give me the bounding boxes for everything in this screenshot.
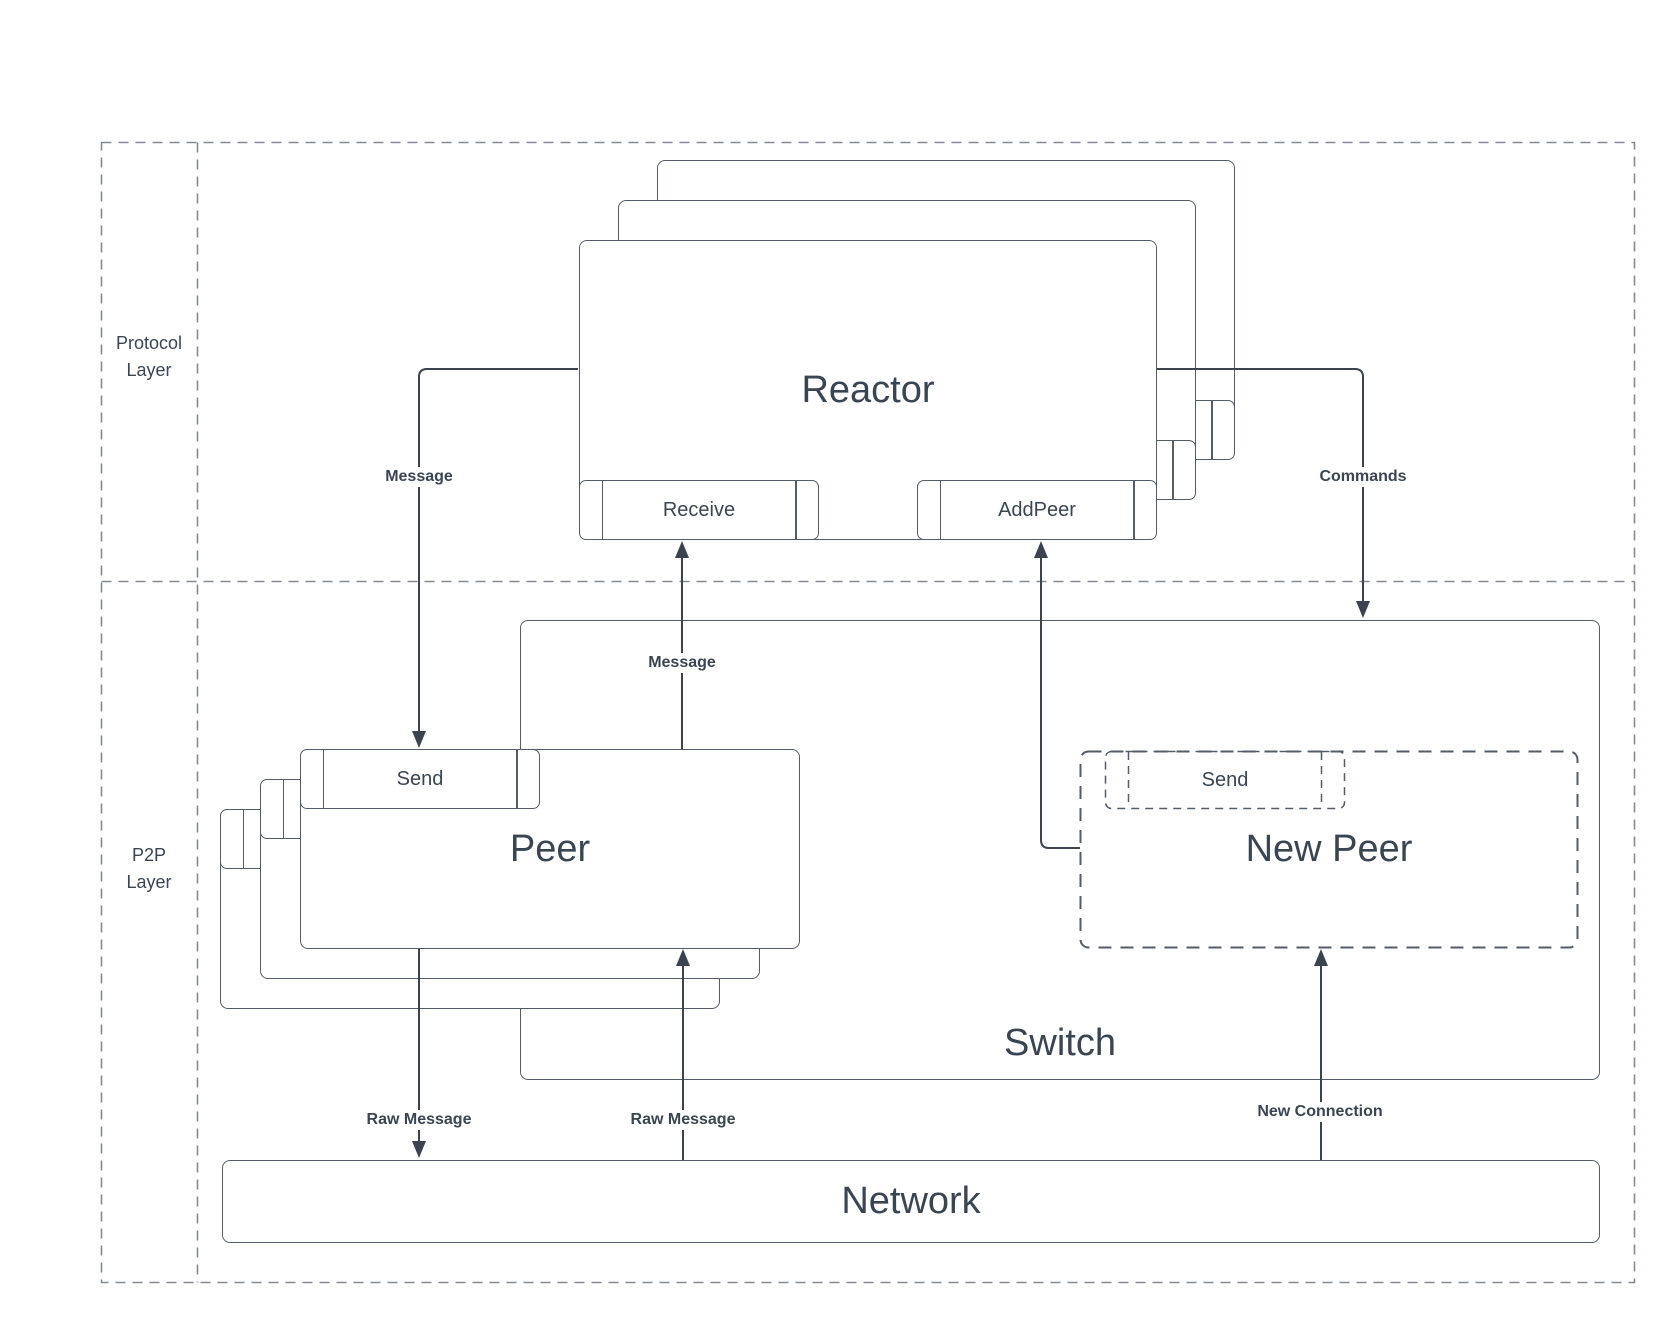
outer-dashed-border [100, 141, 1636, 1284]
port-compartment-line [1133, 481, 1135, 539]
send-port-label: Send [396, 767, 444, 790]
edge-label-new-connection: New Connection [1253, 1102, 1387, 1122]
edge-commands [1157, 368, 1364, 601]
receive-port: Receive [579, 480, 819, 540]
edge-label-message-to-reactor: Message [644, 653, 720, 673]
arrowhead-raw-message-in [676, 949, 690, 966]
port-compartment-line [939, 481, 941, 539]
port-compartment-line [322, 750, 324, 808]
edge-label-commands: Commands [1315, 467, 1411, 487]
arrowhead-raw-message-out [412, 1141, 426, 1158]
port-compartment-line [601, 481, 603, 539]
network-box: Network [222, 1160, 1600, 1243]
port-compartment-line [795, 481, 797, 539]
peer-box-front: Peer Send [300, 749, 800, 949]
network-label: Network [841, 1180, 981, 1222]
port-compartment-line [282, 780, 284, 838]
arrowhead-addpeer-link [1034, 541, 1048, 558]
new-peer-box [1079, 750, 1579, 949]
addpeer-port: AddPeer [917, 480, 1157, 540]
arrowhead-message-to-reactor [675, 541, 689, 558]
port-compartment-line [1211, 401, 1213, 459]
layer-label-p2p: P2P Layer [101, 842, 197, 896]
p2p-layer-line2: Layer [126, 872, 172, 892]
port-compartment-line [242, 810, 244, 868]
arrowhead-message-to-peer [412, 731, 426, 748]
send-port: Send [300, 749, 540, 809]
edge-message-to-peer [418, 368, 578, 731]
edge-addpeer-link [1040, 558, 1080, 849]
peer-label: Peer [509, 827, 591, 870]
layer-label-protocol: Protocol Layer [101, 330, 197, 384]
arrowhead-commands [1356, 601, 1370, 618]
edge-label-message-to-peer: Message [381, 467, 457, 487]
protocol-layer-line2: Layer [126, 360, 172, 380]
protocol-layer-line1: Protocol [115, 333, 183, 353]
switch-label: Switch [1004, 1022, 1116, 1064]
reactor-box-front: Reactor Receive AddPeer [579, 240, 1157, 540]
port-compartment-line [1172, 441, 1174, 499]
edge-label-raw-message-out: Raw Message [362, 1110, 476, 1130]
edge-label-raw-message-in: Raw Message [626, 1110, 740, 1130]
arrowhead-new-connection [1314, 949, 1328, 966]
new-peer-send-port [1104, 750, 1346, 810]
addpeer-port-label: AddPeer [998, 498, 1076, 521]
p2p-layer-line1: P2P [131, 845, 167, 865]
port-compartment-line [516, 750, 518, 808]
reactor-label: Reactor [801, 368, 935, 411]
receive-port-label: Receive [662, 498, 736, 521]
